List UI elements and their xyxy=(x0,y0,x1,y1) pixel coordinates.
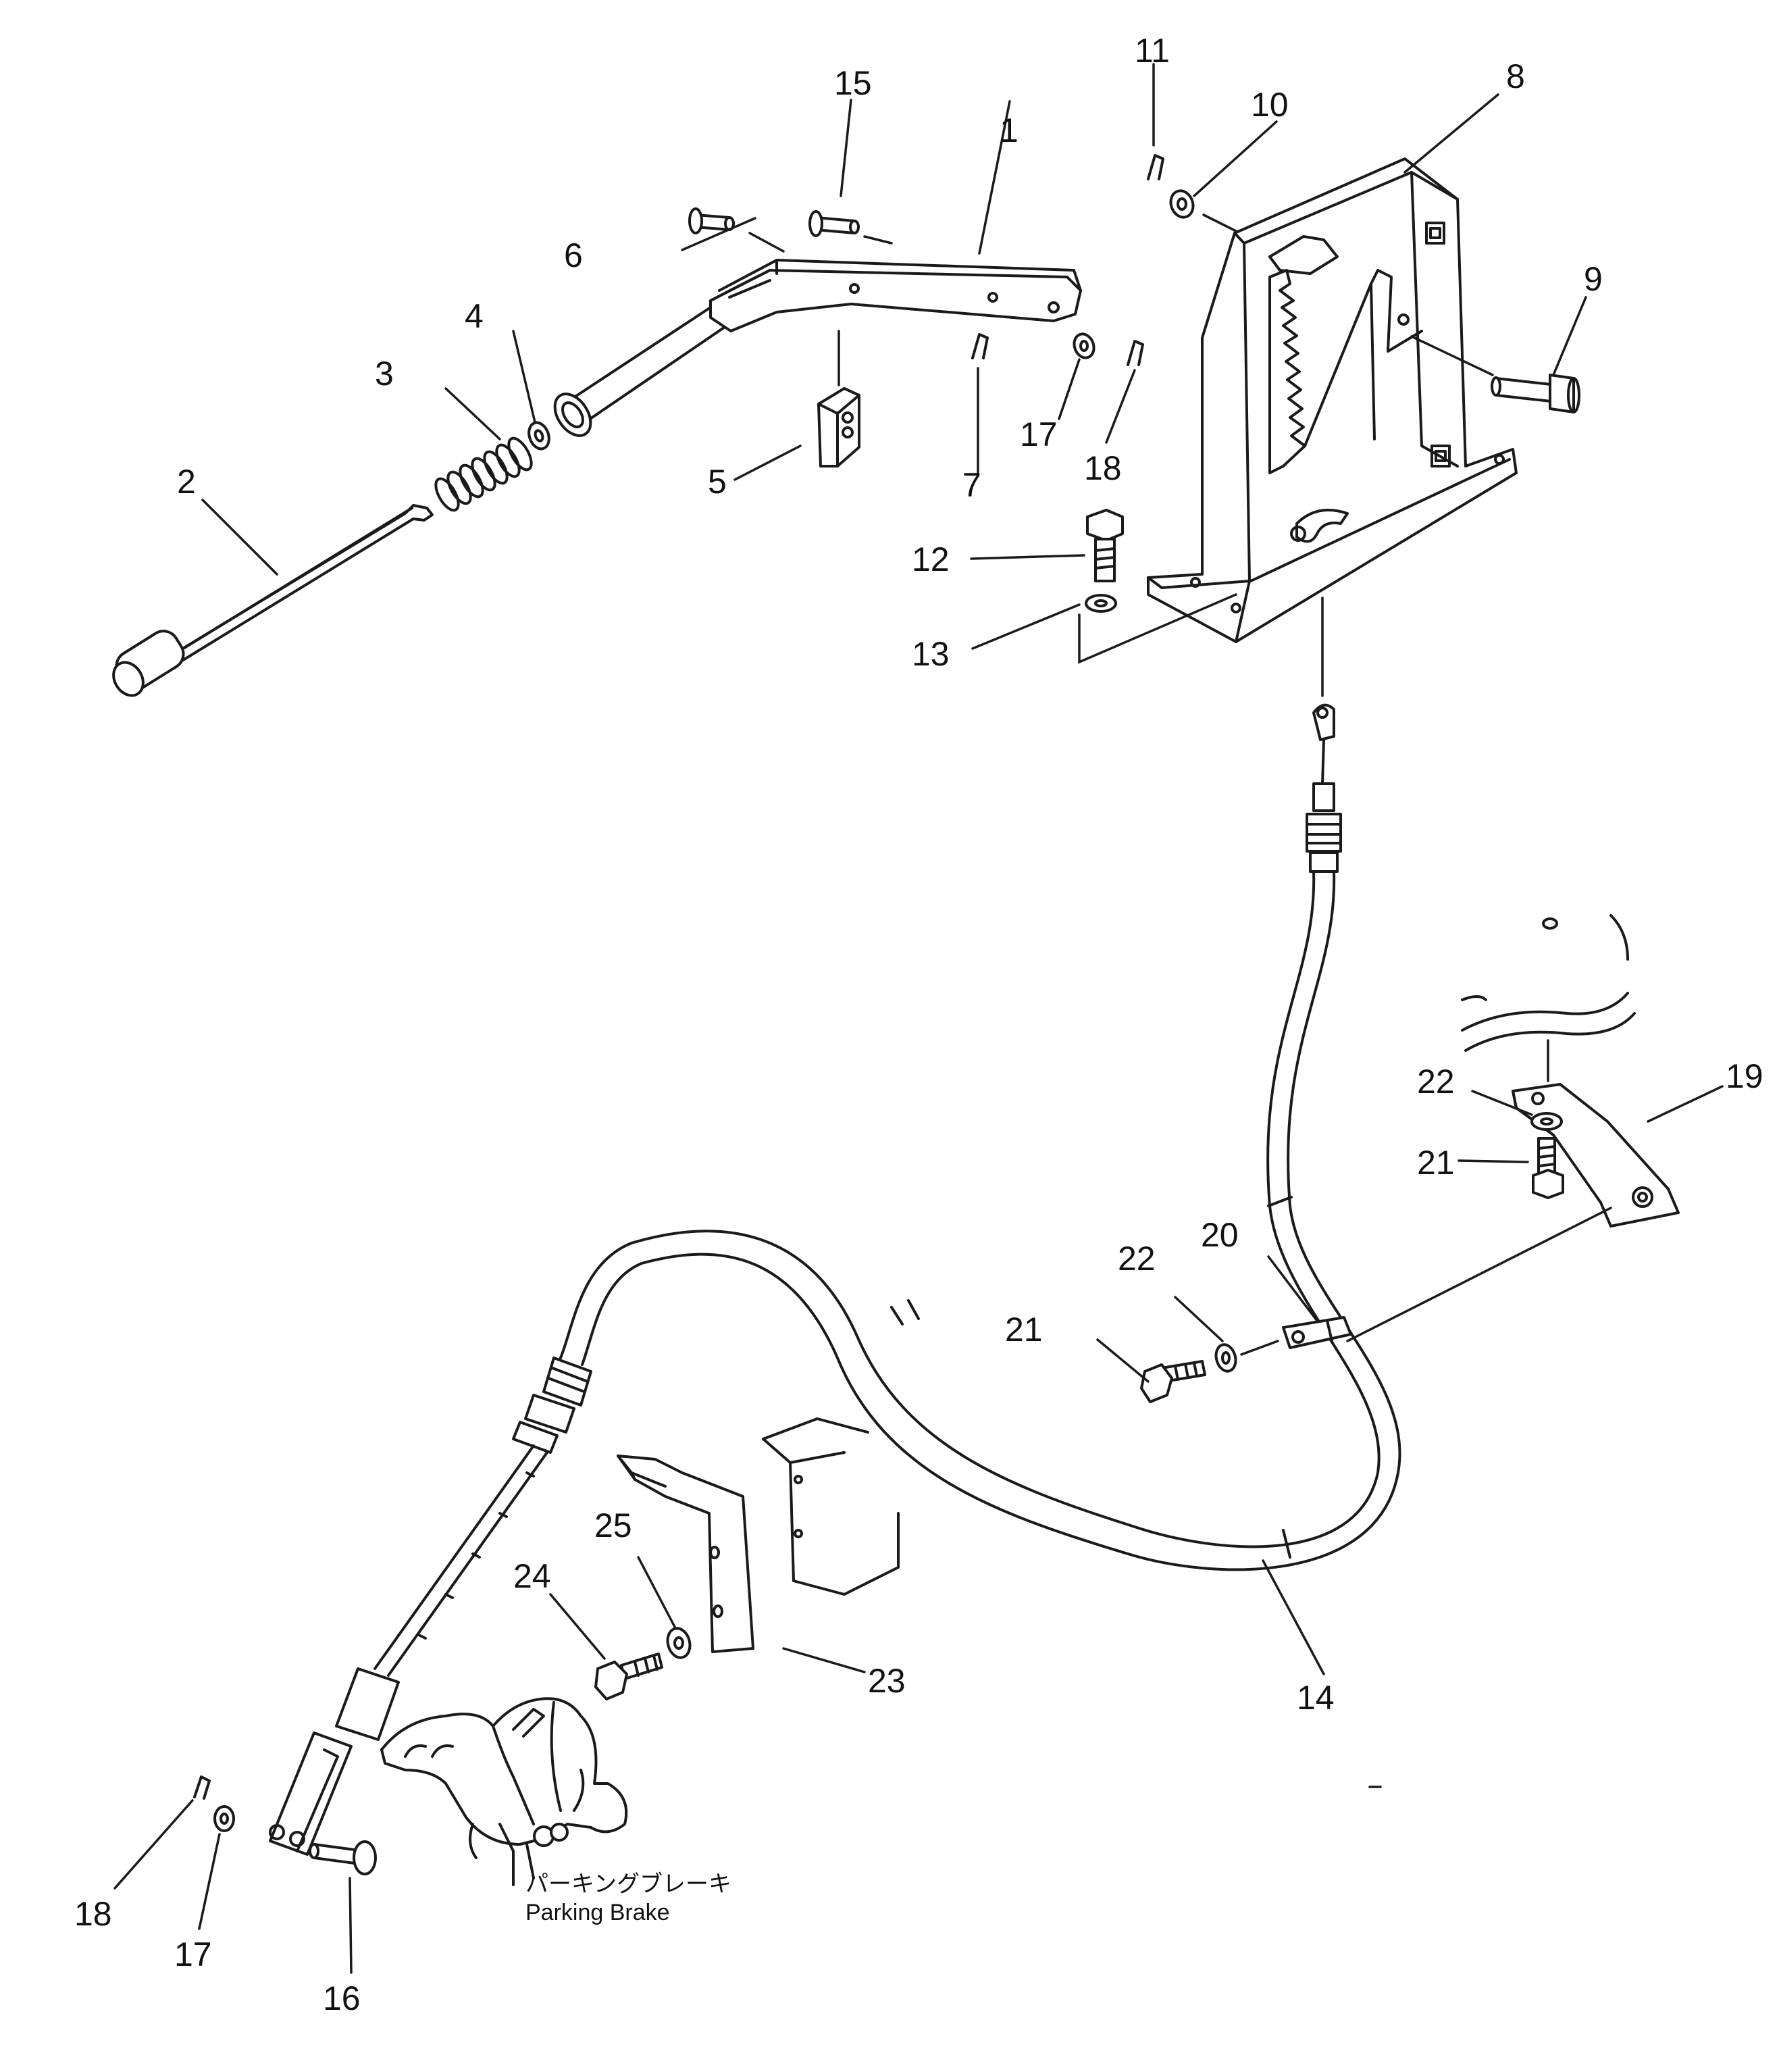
callout-1: 1 xyxy=(1000,111,1019,149)
callout-12: 12 xyxy=(912,540,950,578)
part-18-cotter-pin-upper xyxy=(1127,340,1144,366)
callout-16: 16 xyxy=(323,1979,361,2017)
callout-2: 2 xyxy=(177,463,196,501)
callout-4: 4 xyxy=(465,297,484,335)
callout-9: 9 xyxy=(1584,260,1603,298)
part-9-bolt xyxy=(1410,335,1580,413)
callout-17-upper: 17 xyxy=(1020,415,1058,453)
callout-14: 14 xyxy=(1297,1679,1335,1717)
part-14-cable-sheath xyxy=(559,870,1401,1571)
part-12-bolt xyxy=(1086,509,1124,582)
caption-japanese: パーキングブレーキ xyxy=(525,1871,731,1897)
part-25-washer xyxy=(666,1627,692,1659)
part-5-pawl xyxy=(817,330,860,468)
part-4-washer xyxy=(527,421,550,451)
callout-17-lower: 17 xyxy=(174,1936,212,1973)
part-23-plate xyxy=(617,1417,900,1653)
part-17-washer-upper xyxy=(1073,332,1095,359)
callout-25: 25 xyxy=(594,1507,632,1544)
parking-brake-caption: パーキングブレーキ Parking Brake xyxy=(525,1871,731,1925)
part-8-ratchet-bracket xyxy=(1147,157,1518,697)
part-15-pin xyxy=(808,210,893,245)
callout-13: 13 xyxy=(912,635,950,673)
part-22-washer-right xyxy=(1530,1112,1563,1131)
part-21-bolt-right xyxy=(1532,1137,1564,1199)
part-13-washer xyxy=(1078,593,1237,664)
callout-labels: 1 2 3 4 5 6 7 8 9 10 11 12 13 14 15 16 1… xyxy=(74,32,1763,2017)
callout-18-upper: 18 xyxy=(1084,449,1122,487)
callout-5: 5 xyxy=(708,463,727,501)
callout-7: 7 xyxy=(962,466,981,504)
part-3-spring xyxy=(434,436,533,512)
callout-6: 6 xyxy=(564,236,583,274)
callout-23: 23 xyxy=(868,1662,906,1700)
part-16-pin xyxy=(309,1840,377,1875)
part-22-washer-center xyxy=(1214,1340,1279,1373)
part-17-washer-lower xyxy=(213,1805,235,1832)
callout-8: 8 xyxy=(1506,57,1525,95)
callout-21-center: 21 xyxy=(1005,1311,1043,1348)
part-21-bolt-center xyxy=(1140,1360,1206,1403)
callout-11: 11 xyxy=(1135,32,1170,70)
callout-15: 15 xyxy=(834,64,872,102)
caption-english: Parking Brake xyxy=(525,1900,670,1925)
callout-22-right: 22 xyxy=(1417,1063,1455,1101)
part-7-cotter-pin xyxy=(971,333,989,359)
part-6-pin xyxy=(688,207,785,253)
callout-24: 24 xyxy=(513,1557,551,1595)
callout-19: 19 xyxy=(1726,1057,1763,1095)
part-1-lever xyxy=(553,259,1082,437)
callout-20: 20 xyxy=(1201,1216,1239,1254)
part-19-bracket xyxy=(1346,914,1680,1342)
callout-leaders xyxy=(113,63,1724,1974)
part-14-cable-lower-end xyxy=(269,1357,592,1856)
part-10-washer xyxy=(1169,189,1237,232)
parking-brake-caliper xyxy=(380,1697,628,1886)
part-18-cotter-pin-lower xyxy=(193,1775,211,1800)
part-14-cable-upper-end xyxy=(1306,703,1342,873)
callout-3: 3 xyxy=(375,355,394,393)
callout-10: 10 xyxy=(1251,86,1289,124)
callout-22-center: 22 xyxy=(1118,1240,1156,1278)
part-24-bolt xyxy=(594,1652,663,1700)
part-11-cotter-pin xyxy=(1147,154,1164,180)
callout-21-right: 21 xyxy=(1417,1144,1455,1182)
part-20-clamp xyxy=(1282,1316,1352,1349)
callout-18-lower: 18 xyxy=(74,1895,112,1933)
part-2-release-rod xyxy=(112,504,434,697)
